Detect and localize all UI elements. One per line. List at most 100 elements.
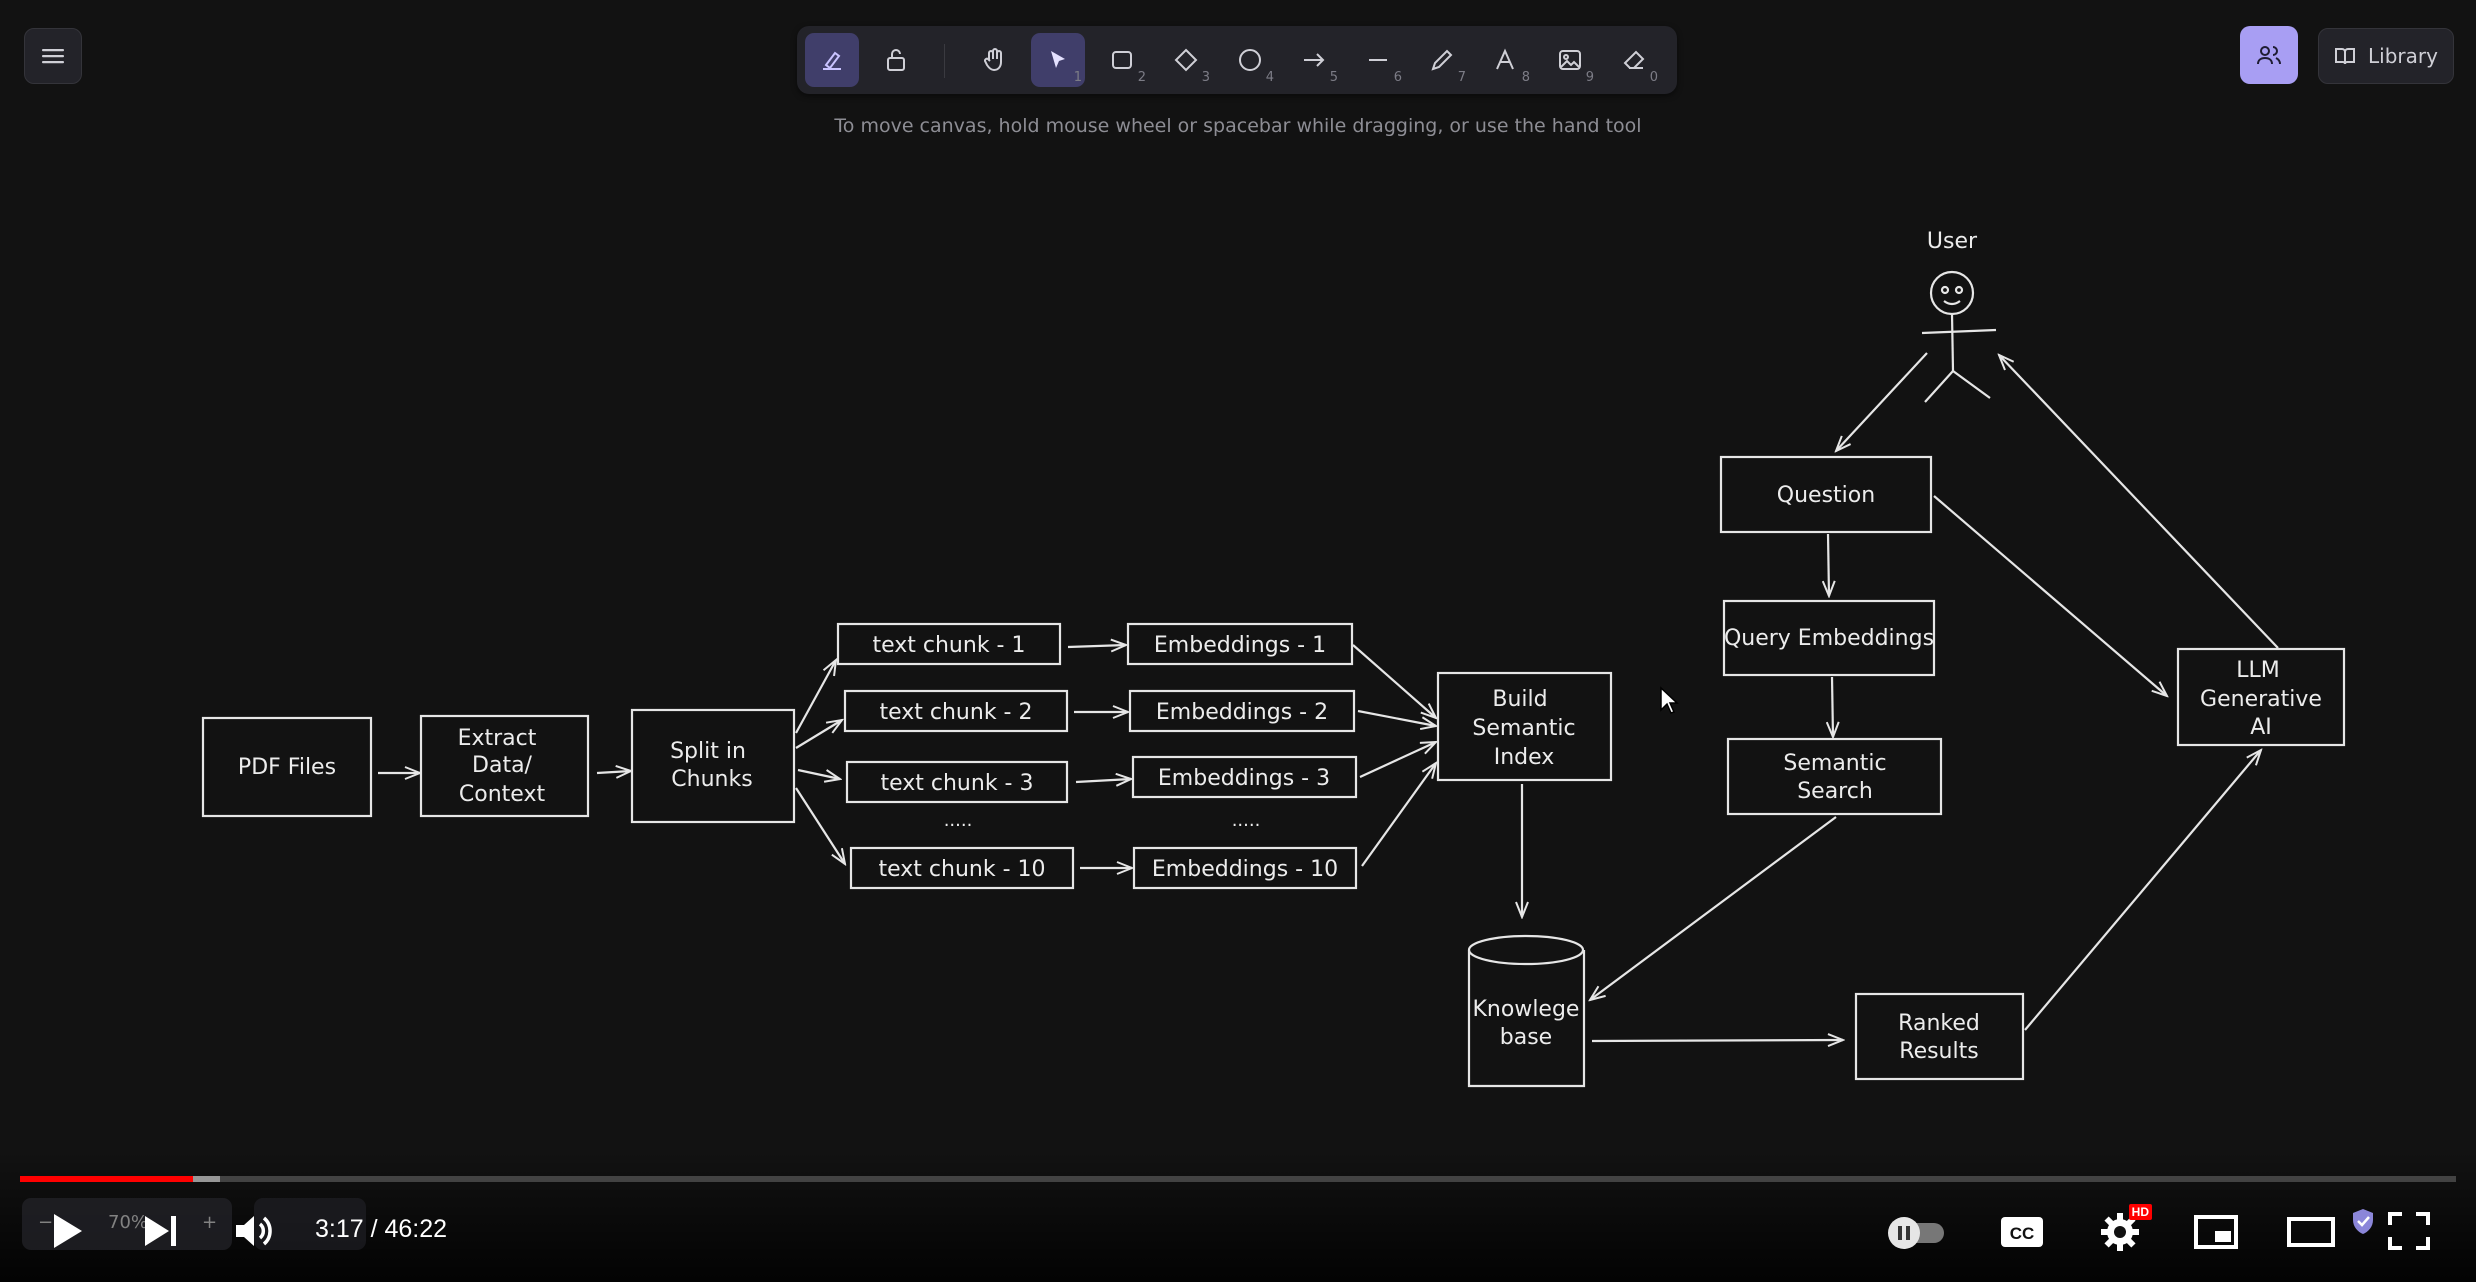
chunk-label-3: text chunk - 3 (880, 771, 1033, 796)
knowledge-base-label-2: base (1500, 1025, 1552, 1050)
tool-lock[interactable] (869, 33, 923, 87)
users-icon (2257, 46, 2281, 65)
tool-arrow[interactable]: 5 (1287, 33, 1341, 87)
line-icon (1369, 59, 1387, 61)
shield-badge (2350, 1206, 2376, 1236)
toolbar-separator (944, 44, 945, 78)
tool-text[interactable]: 8 (1479, 33, 1533, 87)
pointer-icon (1051, 51, 1065, 68)
embedding-label-3: Embeddings - 3 (1158, 766, 1330, 791)
skip-next-icon (145, 1216, 176, 1246)
fullscreen-icon (2388, 1212, 2430, 1250)
tool-draw-num: 7 (1457, 70, 1466, 85)
ranked-results-label-1: Ranked (1898, 1011, 1980, 1036)
extract-label-2: Data/ (472, 753, 533, 778)
shield-icon (2353, 1209, 2373, 1234)
volume-icon (236, 1216, 272, 1246)
user-label: User (1927, 229, 1978, 254)
volume-button[interactable] (228, 1206, 282, 1256)
tool-eraser[interactable]: 0 (1607, 33, 1661, 87)
zoom-level[interactable]: 70% (108, 1212, 149, 1233)
hd-badge: HD (2128, 1204, 2152, 1220)
settings-button[interactable]: HD (2094, 1204, 2152, 1258)
tool-selection-num: 1 (1073, 70, 1082, 85)
autoplay-toggle-icon (1888, 1217, 1944, 1249)
chunk-box-2[interactable] (843, 689, 1069, 733)
pdf-files-box[interactable] (201, 716, 373, 818)
tool-arrow-num: 5 (1329, 70, 1338, 85)
zoom-out-icon[interactable]: − (38, 1212, 54, 1233)
embedding-label-2: Embeddings - 2 (1156, 700, 1328, 725)
next-button[interactable] (136, 1206, 186, 1256)
time-display: 3:17 / 46:22 (315, 1215, 448, 1243)
tool-rectangle[interactable]: 2 (1095, 33, 1149, 87)
hand-icon (984, 48, 1002, 72)
text-icon (1496, 48, 1514, 70)
query-embeddings-box[interactable] (1722, 599, 1936, 677)
zoom-in-icon[interactable]: + (202, 1212, 218, 1233)
split-box[interactable] (630, 708, 796, 824)
pdf-files-label: PDF Files (238, 755, 336, 780)
chunk-label-10: text chunk - 10 (879, 857, 1046, 882)
tool-draw[interactable]: 7 (1415, 33, 1469, 87)
ellipse-icon (1239, 49, 1261, 71)
fullscreen-button[interactable] (2382, 1206, 2436, 1256)
tool-diamond[interactable]: 3 (1159, 33, 1213, 87)
rectangle-icon (1112, 51, 1132, 69)
miniplayer-button[interactable] (2190, 1210, 2242, 1254)
build-index-label-3: Index (1494, 745, 1555, 770)
tool-ellipse[interactable]: 4 (1223, 33, 1277, 87)
eraser-icon (1623, 50, 1645, 69)
theater-mode-icon (2287, 1217, 2335, 1247)
knowledge-base-cylinder[interactable] (1467, 950, 1586, 1088)
tool-mode-toggle[interactable] (805, 33, 859, 87)
llm-label-3: AI (2250, 715, 2272, 740)
play-button[interactable] (40, 1206, 94, 1256)
question-label: Question (1777, 483, 1875, 508)
tool-hand[interactable] (967, 33, 1021, 87)
mouse-cursor-icon (1660, 686, 1679, 714)
embedding-box-2[interactable] (1128, 689, 1356, 733)
video-progress-bar[interactable] (20, 1176, 2456, 1182)
main-menu-button[interactable] (24, 28, 82, 84)
chunk-label-2: text chunk - 2 (879, 700, 1032, 725)
autoplay-toggle[interactable] (1884, 1214, 1948, 1250)
ranked-results-box[interactable] (1854, 992, 2025, 1081)
chunk-box-3[interactable] (845, 760, 1069, 804)
embedding-box-10[interactable] (1132, 846, 1358, 890)
closed-captions-icon: CC (2001, 1217, 2043, 1247)
ranked-results-label-2: Results (1899, 1039, 1978, 1064)
book-icon (2335, 48, 2356, 65)
tool-image[interactable]: 9 (1543, 33, 1597, 87)
arrow-icon (1304, 53, 1325, 67)
played-bar (20, 1176, 193, 1182)
llm-box[interactable] (2176, 647, 2346, 747)
collaborate-button[interactable] (2240, 26, 2298, 84)
tool-text-num: 8 (1521, 70, 1530, 85)
tool-line[interactable]: 6 (1351, 33, 1405, 87)
theater-mode-button[interactable] (2284, 1210, 2338, 1254)
tool-line-num: 6 (1393, 70, 1402, 85)
undo-redo-controls[interactable] (254, 1198, 366, 1250)
extract-label-3: Context (459, 782, 546, 807)
library-button[interactable]: Library (2318, 28, 2454, 84)
captions-button[interactable]: CC (1998, 1210, 2046, 1254)
gear-icon (2101, 1213, 2139, 1251)
tool-eraser-num: 0 (1649, 70, 1658, 85)
question-box[interactable] (1719, 455, 1933, 534)
svg-text:CC: CC (2010, 1224, 2035, 1243)
split-label-1: Split in (670, 739, 746, 764)
build-index-label-1: Build (1492, 687, 1547, 712)
chunk-box-10[interactable] (849, 846, 1075, 890)
diamond-icon (1174, 48, 1198, 72)
chunk-box-1[interactable] (836, 622, 1062, 666)
query-embeddings-label: Query Embeddings (1724, 626, 1934, 651)
drawing-toolbar: 1 2 3 4 5 6 7 8 9 0 (797, 26, 1677, 94)
tool-selection[interactable]: 1 (1031, 33, 1085, 87)
semantic-search-label-1: Semantic (1783, 751, 1886, 776)
tool-ellipse-num: 4 (1265, 70, 1274, 85)
extract-box[interactable] (419, 714, 590, 818)
chunk-label-1: text chunk - 1 (872, 633, 1025, 658)
